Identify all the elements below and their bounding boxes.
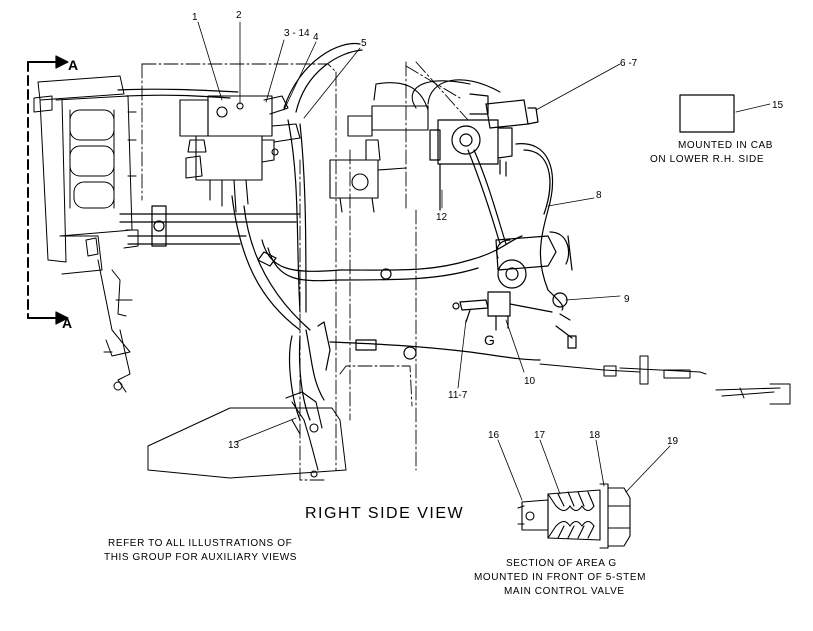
hose-routing	[117, 42, 541, 421]
callout-15: 15	[772, 100, 784, 111]
callout-1: 1	[192, 12, 198, 23]
callout-10: 10	[524, 376, 536, 387]
callout-8: 8	[596, 190, 602, 201]
callout-6-7: 6 -7	[620, 58, 638, 69]
callout-4: 4	[313, 32, 319, 43]
callout-labels: 1 2 3 - 14 4 5 6 -7 8 9 10 11-7 12 13 15…	[192, 10, 784, 451]
section-marker-a-bottom: A	[62, 315, 72, 331]
cab-note-line-1: MOUNTED IN CAB	[678, 140, 773, 151]
callout-2: 2	[236, 10, 242, 21]
callout-3-14: 3 - 14	[284, 28, 310, 39]
pump-assembly	[429, 93, 539, 211]
callout-11-7: 11-7	[448, 390, 468, 401]
section-detail-g	[517, 483, 631, 549]
callout-13: 13	[228, 440, 240, 451]
refer-note-line-2: THIS GROUP FOR AUXILIARY VIEWS	[104, 552, 297, 563]
callout-17: 17	[534, 430, 546, 441]
callout-12: 12	[436, 212, 448, 223]
callout-18: 18	[589, 430, 601, 441]
pilot-valve-block	[329, 79, 501, 213]
callout-16: 16	[488, 430, 500, 441]
valve-assembly	[179, 95, 301, 213]
callout-5: 5	[361, 38, 367, 49]
frame-outline	[141, 61, 469, 481]
section-marker-a-top: A	[68, 57, 78, 73]
far-right-line	[539, 355, 791, 405]
refer-note-line-1: REFER TO ALL ILLUSTRATIONS OF	[108, 538, 292, 549]
section-note-line-1: SECTION OF AREA G	[506, 558, 617, 569]
hose-8	[467, 143, 554, 291]
area-marker-g: G	[484, 332, 495, 348]
callout-9: 9	[624, 294, 630, 305]
connector-13	[285, 391, 323, 478]
drawing-notes: MOUNTED IN CAB ON LOWER R.H. SIDE RIGHT …	[104, 140, 773, 597]
leader-lines	[197, 21, 771, 501]
section-note-line-2: MOUNTED IN FRONT OF 5-STEM	[474, 572, 646, 583]
section-note-line-3: MAIN CONTROL VALVE	[504, 586, 625, 597]
cab-note-line-2: ON LOWER R.H. SIDE	[650, 154, 764, 165]
deck-plate	[147, 407, 347, 479]
tee-fitting	[452, 291, 577, 349]
cab-component-15	[679, 94, 735, 133]
view-title: RIGHT SIDE VIEW	[305, 505, 464, 522]
callout-19: 19	[667, 436, 679, 447]
section-markers: A A G	[62, 57, 495, 348]
section-line-a-a	[27, 55, 69, 325]
engine-block	[33, 75, 139, 393]
